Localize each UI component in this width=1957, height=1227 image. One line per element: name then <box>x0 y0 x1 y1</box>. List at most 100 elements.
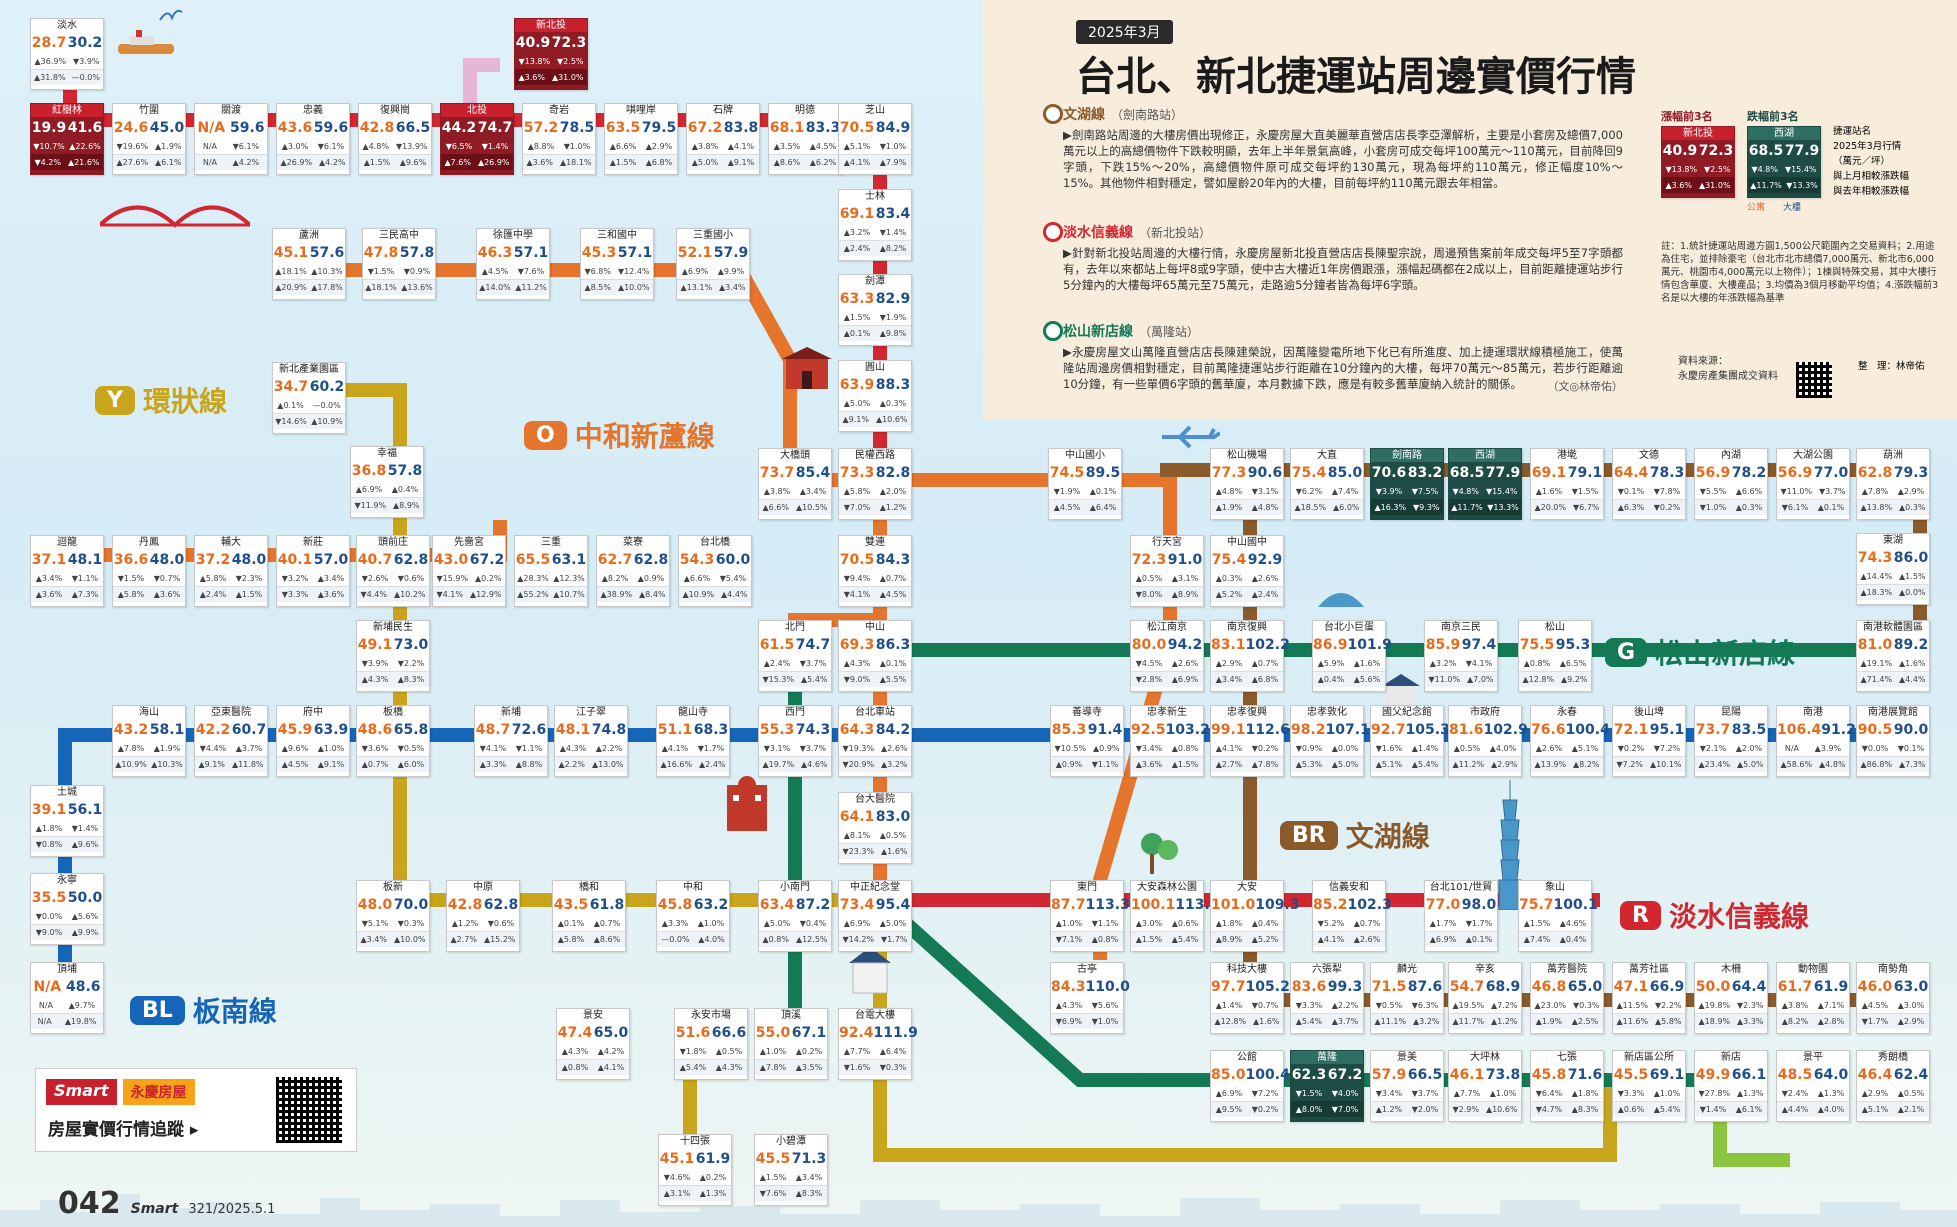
bld-mom: ▲0.2% <box>795 1047 823 1056</box>
section-title: 文湖線 <box>1063 107 1105 123</box>
apt-yoy: ▲5.8% <box>117 590 145 599</box>
bld-yoy: ▲10.2% <box>393 590 426 599</box>
station-name: 新莊 <box>303 537 323 548</box>
bld-mom: ▼3.7% <box>1411 1089 1439 1098</box>
apt-yoy: ▼4.4% <box>360 590 387 599</box>
station-name: 公館 <box>1237 1052 1257 1063</box>
section-text: ▶針對新北投站周邊的大樓行情，永慶房屋新北投直營店店長陳聖宗說，周邊預售案前年成… <box>1063 246 1623 292</box>
apartment-price: 70.5 <box>839 120 875 136</box>
skyline-icon <box>0 1194 1957 1227</box>
building-price: 86.3 <box>875 637 911 653</box>
building-price: 66.9 <box>1649 979 1685 995</box>
apartment-price: 42.8 <box>447 897 483 913</box>
section-text: ▶永慶房屋文山萬隆直營店店長陳建榮說，因萬隆變電所地下化已有所進度、加上捷運環狀… <box>1063 345 1623 391</box>
apt-yoy: ▲4.4% <box>1781 1105 1809 1114</box>
apt-mom: ▲3.0% <box>281 142 309 151</box>
apartment-price: 68.5 <box>1449 465 1485 481</box>
bld-mom: ▼1.0% <box>563 142 591 151</box>
apt-yoy: ▲3.1% <box>663 1189 691 1198</box>
apt-mom: ▲36.9% <box>34 57 67 66</box>
apartment-price: 98.2 <box>1291 722 1326 738</box>
station-name: 紅樹林 <box>31 104 103 117</box>
brand-box: Smart 永慶房屋 房屋實價行情追蹤 ▸ <box>35 1068 357 1152</box>
building-price: 68.3 <box>693 722 729 738</box>
bld-mom: ▲3.1% <box>1171 574 1199 583</box>
apt-mom: ▲2.9% <box>1861 1089 1889 1098</box>
apt-yoy: ▼0.8% <box>35 840 63 849</box>
apt-mom: ▲4.3% <box>561 1047 589 1056</box>
bld-mom: ▲7.1% <box>1817 1001 1845 1010</box>
apartment-price: N/A <box>33 979 62 995</box>
apt-yoy: ▲9.5% <box>1215 1105 1243 1114</box>
page-number: 042 <box>58 1186 121 1221</box>
apartment-price: 63.4 <box>759 897 795 913</box>
station-name: 松江南京 <box>1147 622 1187 633</box>
legend-bld: 大樓 <box>1783 203 1802 213</box>
station-name: 大湖公園 <box>1793 450 1833 461</box>
building-price: 77.0 <box>1813 465 1849 481</box>
station-name: 迴龍 <box>57 537 77 548</box>
station-name: 大安森林公園 <box>1137 882 1197 893</box>
bld-mom: ▲1.6% <box>1353 659 1381 668</box>
building-price: 102.9 <box>1483 722 1528 738</box>
apt-mom: ▼1.5% <box>367 267 395 276</box>
bld-mom: —0.0% <box>312 401 341 410</box>
station-name: 新北投 <box>515 19 587 32</box>
bld-yoy: ▲5.8% <box>1655 1017 1682 1026</box>
apartment-price: 87.7 <box>1051 897 1086 913</box>
building-price: 58.1 <box>149 722 185 738</box>
station-name: 芝山 <box>865 105 885 116</box>
bld-mom: ▲5.0% <box>879 919 907 928</box>
apartment-price: 48.1 <box>555 722 591 738</box>
apt-yoy: ▼15.3% <box>762 675 795 684</box>
building-price: 92.9 <box>1247 552 1283 568</box>
line-code: R <box>1620 900 1661 930</box>
apartment-price: 45.1 <box>659 1151 695 1167</box>
building-price: 62.8 <box>483 897 519 913</box>
apt-yoy: ▲27.6% <box>116 158 149 167</box>
apt-mom: ▼3.4% <box>1135 744 1163 753</box>
bld-yoy: ▲13.6% <box>401 283 433 292</box>
apt-mom: ▲6.9% <box>355 485 383 494</box>
apartment-price: 40.9 <box>515 35 551 51</box>
bld-mom: ▼0.7% <box>1251 1001 1279 1010</box>
building-price: 83.8 <box>723 120 759 136</box>
bld-yoy: ▲3.5% <box>795 1063 823 1072</box>
bld-yoy: ▲5.0% <box>1331 760 1359 769</box>
editor: 整 理：林帝佑 <box>1858 361 1925 372</box>
line-label-o: O 中和新蘆線 <box>524 415 715 455</box>
station-name: 圓山 <box>865 362 885 373</box>
apartment-price: 37.2 <box>195 552 231 568</box>
bld-mom: ▼6.1% <box>232 142 260 151</box>
bld-mom: ▲0.7% <box>879 574 907 583</box>
station-name: 市政府 <box>1470 707 1500 718</box>
building-price: 65.0 <box>593 1025 629 1041</box>
apt-mom: ▲11.5% <box>1616 1001 1649 1010</box>
station-name: 新埔民生 <box>373 622 413 633</box>
building-price: 50.0 <box>67 890 103 906</box>
airplane-icon <box>1160 425 1222 453</box>
bld-yoy: ▲2.1% <box>1897 1105 1925 1114</box>
bld-yoy: ▲8.8% <box>515 760 543 769</box>
apt-yoy: ▲1.5% <box>609 158 637 167</box>
building-price: 62.8 <box>633 552 669 568</box>
line-name: 文湖線 <box>1345 820 1430 853</box>
building-price: 87.2 <box>795 897 831 913</box>
bld-yoy: ▲9.6% <box>399 158 427 167</box>
apt-yoy: ▼4.2% <box>34 158 61 167</box>
building-price: 63.2 <box>693 897 729 913</box>
apt-yoy: ▼8.0% <box>1135 590 1163 599</box>
apt-mom: ▼2.1% <box>1699 744 1727 753</box>
apartment-price: 46.0 <box>1857 979 1893 995</box>
station-name: 頂埔 <box>57 964 77 975</box>
